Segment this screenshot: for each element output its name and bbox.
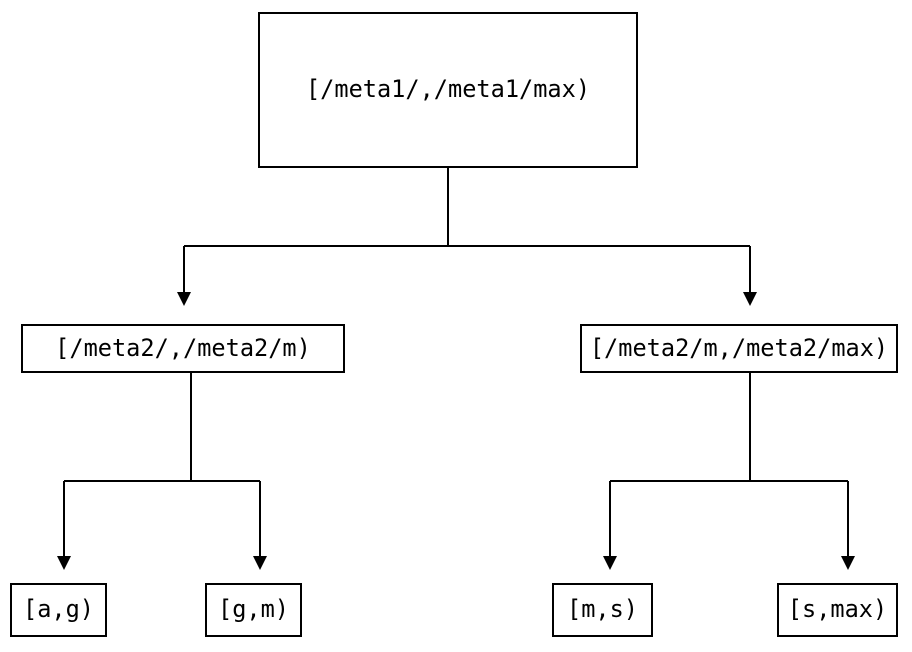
arrowhead-to-leaf-ag bbox=[57, 556, 71, 570]
node-meta2-high-label: [/meta2/m,/meta2/max) bbox=[589, 333, 889, 362]
node-leaf-ag-label: [a,g) bbox=[22, 595, 95, 624]
node-leaf-gm-label: [g,m) bbox=[217, 595, 290, 624]
arrowhead-to-meta2-low bbox=[177, 292, 191, 306]
node-leaf-ms[interactable]: [m,s) bbox=[552, 583, 653, 637]
node-leaf-smax[interactable]: [s,max) bbox=[777, 583, 898, 637]
node-leaf-ms-label: [m,s) bbox=[566, 595, 639, 624]
node-meta2-high[interactable]: [/meta2/m,/meta2/max) bbox=[580, 324, 898, 373]
node-meta2-low-label: [/meta2/,/meta2/m) bbox=[55, 333, 311, 362]
arrowhead-to-leaf-gm bbox=[253, 556, 267, 570]
node-meta2-low[interactable]: [/meta2/,/meta2/m) bbox=[21, 324, 345, 373]
arrowhead-to-leaf-smax bbox=[841, 556, 855, 570]
node-root[interactable]: [/meta1/,/meta1/max) bbox=[258, 12, 638, 168]
node-leaf-gm[interactable]: [g,m) bbox=[205, 583, 302, 637]
arrowhead-to-leaf-ms bbox=[603, 556, 617, 570]
arrowhead-to-meta2-high bbox=[743, 292, 757, 306]
node-leaf-smax-label: [s,max) bbox=[787, 595, 888, 624]
node-root-label: [/meta1/,/meta1/max) bbox=[305, 75, 591, 104]
node-leaf-ag[interactable]: [a,g) bbox=[10, 583, 107, 637]
